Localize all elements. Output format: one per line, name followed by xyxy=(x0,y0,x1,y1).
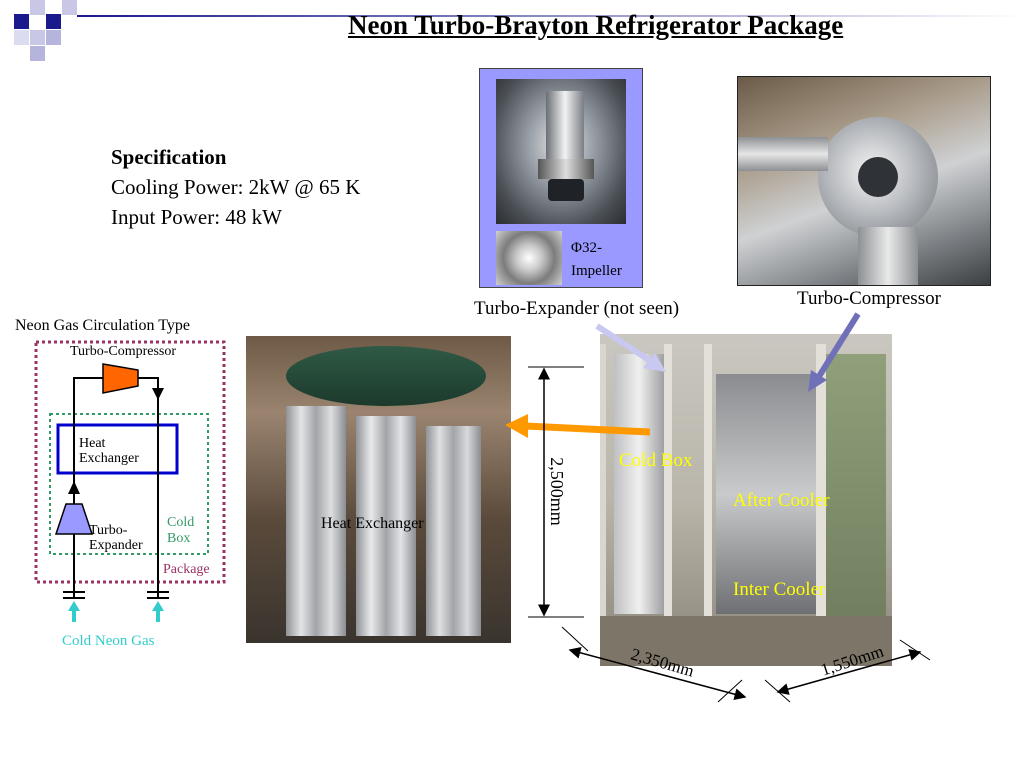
diagram-cold-box-line1: Cold xyxy=(167,515,195,530)
impeller-photo xyxy=(496,231,562,285)
cold-box-boundary xyxy=(49,413,209,555)
cold-neon-arrows xyxy=(68,601,164,622)
diagram-hx-line2: Exchanger xyxy=(79,451,139,466)
turbo-expander-photo xyxy=(496,79,626,224)
heat-exchanger-box xyxy=(56,423,179,475)
diagram-cold-neon-label: Cold Neon Gas xyxy=(62,633,155,649)
package-boundary xyxy=(34,340,226,584)
connector-marks xyxy=(63,591,169,599)
spec-heading: Specification xyxy=(111,145,227,169)
diagram-title: Neon Gas Circulation Type xyxy=(15,317,190,334)
flow-arrow-up xyxy=(68,481,80,494)
compressor-caption: Turbo-Compressor xyxy=(797,288,941,309)
diagram-expander-line1: Turbo- xyxy=(89,523,128,538)
diagram-expander-line2: Expander xyxy=(89,538,143,553)
package-photo xyxy=(600,334,892,666)
heat-exchanger-photo xyxy=(246,336,511,643)
flow-arrow-down xyxy=(152,388,164,400)
specification-block: Specification Cooling Power: 2kW @ 65 K … xyxy=(111,142,360,232)
compressor-pointer-arrow xyxy=(808,312,861,392)
expander-pointer-arrow xyxy=(595,323,666,372)
title-rule xyxy=(77,15,1024,17)
expander-symbol xyxy=(54,503,94,535)
page-title: Neon Turbo-Brayton Refrigerator Package xyxy=(348,10,844,40)
cold-box-label: Cold Box xyxy=(619,450,693,471)
diagram-cold-box-line2: Box xyxy=(167,531,191,546)
flow-lines xyxy=(73,377,159,598)
turbo-compressor-photo xyxy=(737,76,991,286)
after-cooler-label: After Cooler xyxy=(733,490,830,511)
spec-cooling-power: Cooling Power: 2kW @ 65 K xyxy=(111,175,361,199)
diagram-package-label: Package xyxy=(163,562,210,577)
orange-arrow xyxy=(505,414,651,438)
width-dimension-line xyxy=(561,626,747,703)
diagram-hx-line1: Heat xyxy=(79,436,106,451)
heat-exchanger-label: Heat Exchanger xyxy=(321,515,424,532)
compressor-symbol xyxy=(102,363,139,394)
inter-cooler-label: Inter Cooler xyxy=(733,579,826,600)
impeller-label-line1: Φ32- xyxy=(571,240,602,256)
diagram-compressor-label: Turbo-Compressor xyxy=(70,344,177,359)
impeller-label-line2: Impeller xyxy=(571,263,622,279)
spec-input-power: Input Power: 48 kW xyxy=(111,205,282,229)
expander-caption: Turbo-Expander (not seen) xyxy=(474,298,680,319)
impeller-panel: Φ32- Impeller xyxy=(479,68,643,288)
height-dimension-label: 2,500mm xyxy=(546,457,567,526)
depth-dimension-line xyxy=(764,639,931,703)
height-dimension-line xyxy=(528,366,584,618)
